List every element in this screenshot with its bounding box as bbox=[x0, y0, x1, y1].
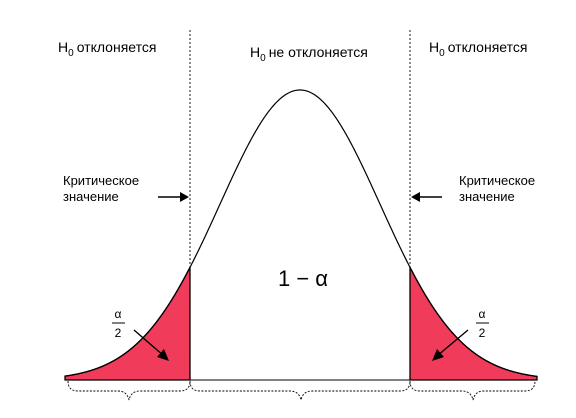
right-critical-value-label-line2: значение bbox=[459, 189, 515, 204]
left-tail-fraction: α 2 bbox=[112, 307, 125, 340]
center-region-brace bbox=[189, 380, 411, 401]
left-rejection-tail-area bbox=[64, 267, 191, 381]
left-region-brace bbox=[67, 380, 191, 401]
left-critical-arrow bbox=[158, 192, 189, 202]
right-critical-arrow bbox=[411, 192, 442, 202]
right-region-brace bbox=[409, 380, 536, 401]
right-tail-arrow bbox=[432, 329, 469, 361]
left-critical-value-label-line1: Критическое bbox=[63, 173, 139, 188]
svg-text:2: 2 bbox=[115, 326, 122, 340]
right-tail-fraction: α 2 bbox=[476, 307, 489, 340]
normal-distribution-curve bbox=[64, 89, 538, 377]
svg-text:α: α bbox=[115, 307, 122, 321]
svg-text:2: 2 bbox=[479, 326, 486, 340]
center-area-label: 1 − α bbox=[278, 266, 328, 291]
svg-text:α: α bbox=[479, 307, 486, 321]
left-tail-arrow bbox=[133, 329, 169, 361]
left-critical-value-label-line2: значение bbox=[63, 189, 119, 204]
right-critical-value-label-line1: Критическое bbox=[459, 173, 535, 188]
right-rejection-tail-area bbox=[409, 267, 538, 381]
